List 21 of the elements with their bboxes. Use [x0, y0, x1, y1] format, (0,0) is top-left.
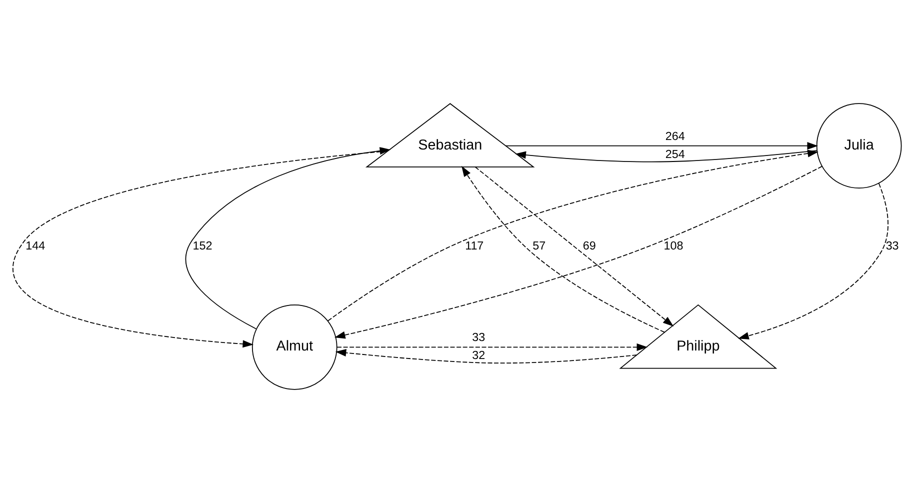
edge-label: 254	[665, 148, 685, 161]
edge-label: 32	[472, 349, 486, 362]
edge-label: 117	[465, 240, 484, 253]
arrow	[738, 182, 888, 340]
edge-label: 144	[26, 240, 46, 253]
arrow	[185, 147, 391, 330]
edge-label: 33	[886, 240, 899, 253]
arrow	[505, 142, 818, 150]
arrow	[515, 150, 818, 162]
arrow	[336, 343, 648, 351]
arrow	[334, 166, 822, 339]
node-circle: Almut	[252, 304, 338, 390]
edge-label: 57	[532, 240, 546, 253]
node-circle: Julia	[816, 103, 902, 189]
edge-label: 33	[472, 331, 486, 344]
edge-label: 108	[664, 240, 684, 253]
edge-label: 264	[665, 130, 685, 143]
arrow	[335, 349, 638, 364]
arrow	[328, 150, 818, 322]
edge-label: 152	[192, 240, 212, 253]
edge-label: 69	[582, 240, 596, 253]
